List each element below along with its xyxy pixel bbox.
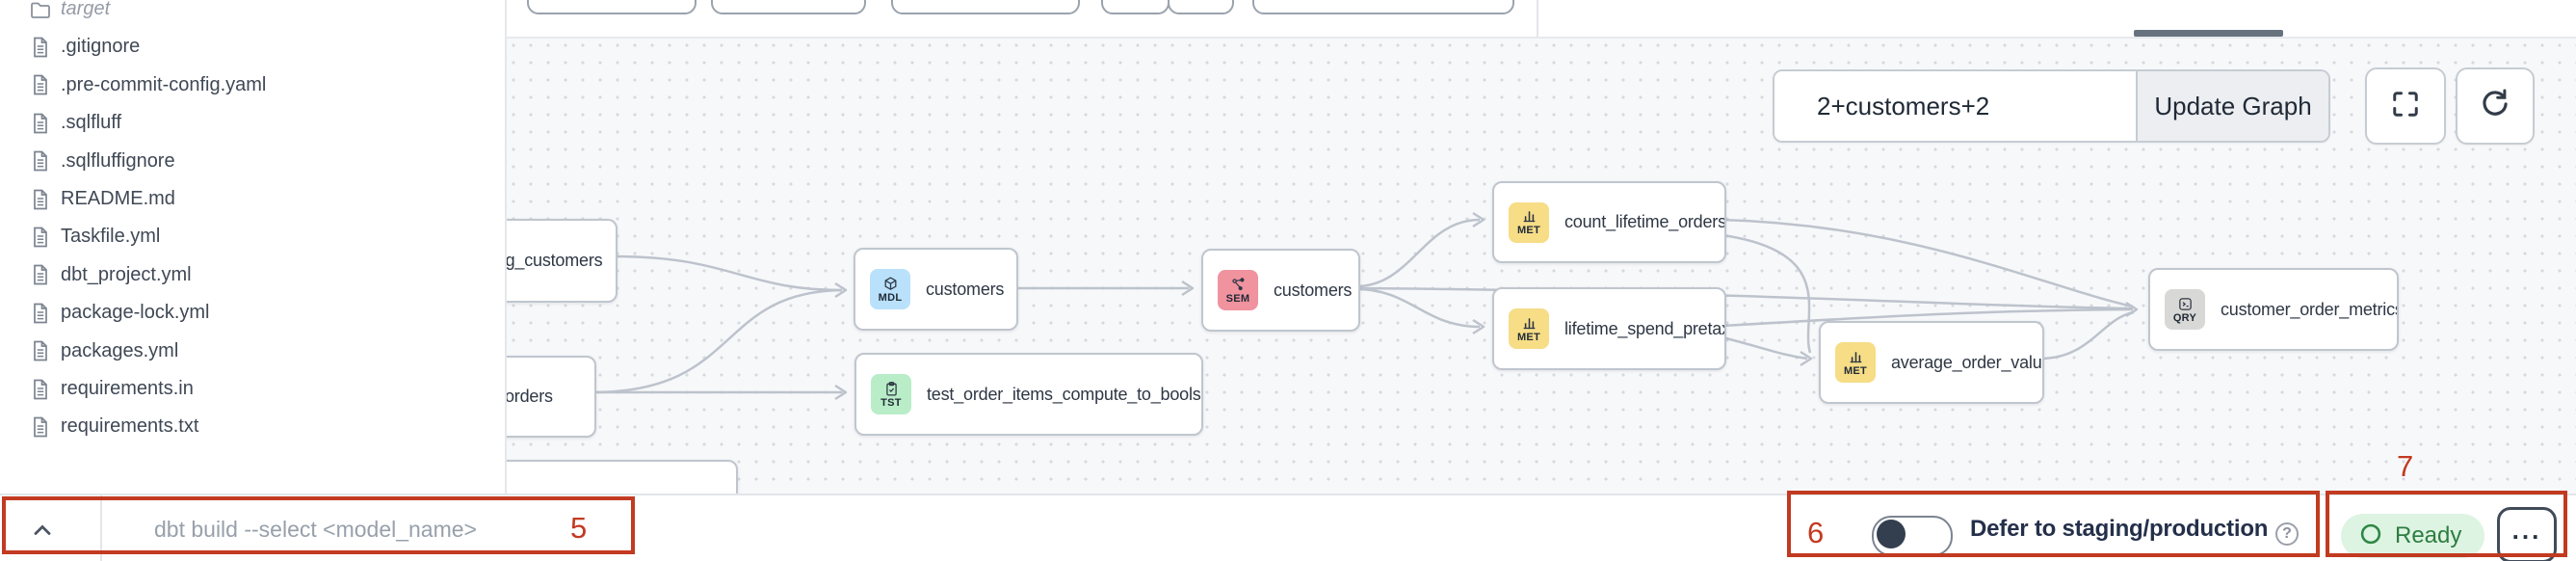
- file-name: .pre-commit-config.yaml: [61, 73, 267, 95]
- ellipsis-icon: ...: [2511, 516, 2542, 545]
- defer-toggle[interactable]: [1872, 516, 1953, 556]
- file-name: requirements.txt: [61, 415, 199, 438]
- node-label: stg_customers: [492, 251, 603, 270]
- lineage-node-lifetime_spend_pretax[interactable]: MET lifetime_spend_pretax: [1492, 287, 1726, 370]
- folder-icon: [29, 0, 52, 22]
- sidebar-item--sqlfluff[interactable]: .sqlfluff: [0, 104, 505, 142]
- clipboard-icon: TST: [871, 374, 911, 414]
- refresh-button[interactable]: [2456, 67, 2535, 145]
- node-label: customer_order_metrics: [2221, 299, 2399, 319]
- file-name: package-lock.yml: [61, 302, 210, 324]
- bars-icon: MET: [1835, 342, 1876, 383]
- bottom-command-bar: Defer to staging/production ? Ready ...: [0, 494, 2576, 561]
- help-icon[interactable]: ?: [2275, 522, 2299, 546]
- sidebar-item-target[interactable]: target: [0, 0, 505, 28]
- node-label: average_order_value: [1891, 352, 2044, 372]
- fullscreen-button[interactable]: [2365, 67, 2446, 145]
- sidebar-item-readme-md[interactable]: README.md: [0, 180, 505, 218]
- lineage-node-average_order_value[interactable]: MET average_order_value: [1819, 321, 2044, 404]
- toolbar-button-stub-1[interactable]: [527, 0, 697, 14]
- refresh-icon: [2478, 87, 2512, 126]
- file-name: requirements.in: [61, 378, 194, 399]
- file-icon: [29, 187, 52, 212]
- toolbar-button-stub-6[interactable]: [1252, 0, 1514, 14]
- lineage-filter-group: Update Graph: [1773, 69, 2330, 143]
- file-name: .sqlfluffignore: [61, 149, 175, 172]
- collapse-command-bar-button[interactable]: [29, 517, 56, 544]
- lineage-node-customers_model[interactable]: MDL customers: [854, 248, 1018, 331]
- update-graph-button[interactable]: Update Graph: [2136, 71, 2328, 141]
- file-icon: [29, 377, 52, 402]
- toolbar-button-stub-3[interactable]: [891, 0, 1080, 14]
- more-options-button[interactable]: ...: [2497, 507, 2557, 561]
- sidebar-item-packages-yml[interactable]: packages.yml: [0, 333, 505, 370]
- file-icon: [29, 72, 52, 97]
- graph-icon: SEM: [1218, 270, 1258, 310]
- cube-icon: MDL: [870, 269, 910, 309]
- file-name: .gitignore: [61, 36, 141, 58]
- file-icon: [29, 148, 52, 174]
- file-name: packages.yml: [61, 339, 179, 361]
- file-icon: [29, 301, 52, 326]
- sidebar-item--pre-commit-config-yaml[interactable]: .pre-commit-config.yaml: [0, 67, 505, 104]
- file-icon: [29, 414, 52, 440]
- node-label: lifetime_spend_pretax: [1564, 318, 1726, 338]
- file-icon: [29, 35, 52, 60]
- defer-label: Defer to staging/production: [1970, 516, 2269, 542]
- sidebar-item-requirements-in[interactable]: requirements.in: [0, 370, 505, 408]
- node-label: customers: [926, 279, 1005, 299]
- sidebar-item-taskfile-yml[interactable]: Taskfile.yml: [0, 218, 505, 255]
- node-label: test_order_items_compute_to_bools...: [927, 384, 1203, 404]
- file-name: dbt_project.yml: [61, 263, 192, 285]
- sidebar-item-requirements-txt[interactable]: requirements.txt: [0, 408, 505, 445]
- chevron-up-icon: [29, 524, 56, 548]
- node-label: orders: [505, 387, 553, 406]
- toolbar-button-stub-4[interactable]: [1101, 0, 1170, 14]
- lineage-filter-input[interactable]: [1774, 71, 2136, 141]
- pane-divider: [1537, 0, 1538, 37]
- node-label: count_lifetime_orders: [1564, 212, 1726, 231]
- lineage-node-customer_order_metrics[interactable]: QRY customer_order_metrics: [2148, 268, 2399, 351]
- sidebar-item-dbt-project-yml[interactable]: dbt_project.yml: [0, 256, 505, 294]
- status-badge[interactable]: Ready: [2341, 514, 2485, 558]
- active-tab-underline: [2134, 30, 2283, 37]
- status-circle-icon: [2358, 521, 2383, 551]
- file-name: .sqlfluff: [61, 112, 121, 134]
- lineage-node-customers_semantic[interactable]: SEM customers: [1201, 249, 1360, 332]
- lineage-node-count_lifetime_orders[interactable]: MET count_lifetime_orders: [1492, 181, 1726, 263]
- node-label: customers: [1274, 280, 1353, 300]
- command-bar-divider: [100, 495, 102, 561]
- top-toolbar-strip: [505, 0, 2576, 39]
- file-name: target: [61, 0, 111, 19]
- sidebar-item--sqlfluffignore[interactable]: .sqlfluffignore: [0, 143, 505, 180]
- toolbar-button-stub-5[interactable]: [1168, 0, 1234, 14]
- file-icon: [29, 111, 52, 136]
- file-name: README.md: [61, 188, 175, 209]
- toolbar-button-stub-2[interactable]: [711, 0, 866, 14]
- file-name: Taskfile.yml: [61, 226, 161, 248]
- fullscreen-icon: [2388, 87, 2423, 126]
- dbt-command-input[interactable]: [123, 495, 888, 561]
- lineage-node-test_order_items[interactable]: TST test_order_items_compute_to_bools...: [854, 353, 1203, 436]
- bars-icon: MET: [1509, 308, 1549, 349]
- toggle-knob: [1877, 520, 1906, 548]
- file-explorer-sidebar: target .gitignore .pre-commit-config.yaml.…: [0, 0, 507, 494]
- file-icon: [29, 225, 52, 250]
- file-icon: [29, 338, 52, 363]
- file-icon: [29, 262, 52, 287]
- sidebar-item-package-lock-yml[interactable]: package-lock.yml: [0, 294, 505, 332]
- status-text: Ready: [2395, 522, 2462, 548]
- bars-icon: MET: [1509, 201, 1549, 243]
- terminal-icon: QRY: [2165, 289, 2205, 330]
- sidebar-item--gitignore[interactable]: .gitignore: [0, 28, 505, 66]
